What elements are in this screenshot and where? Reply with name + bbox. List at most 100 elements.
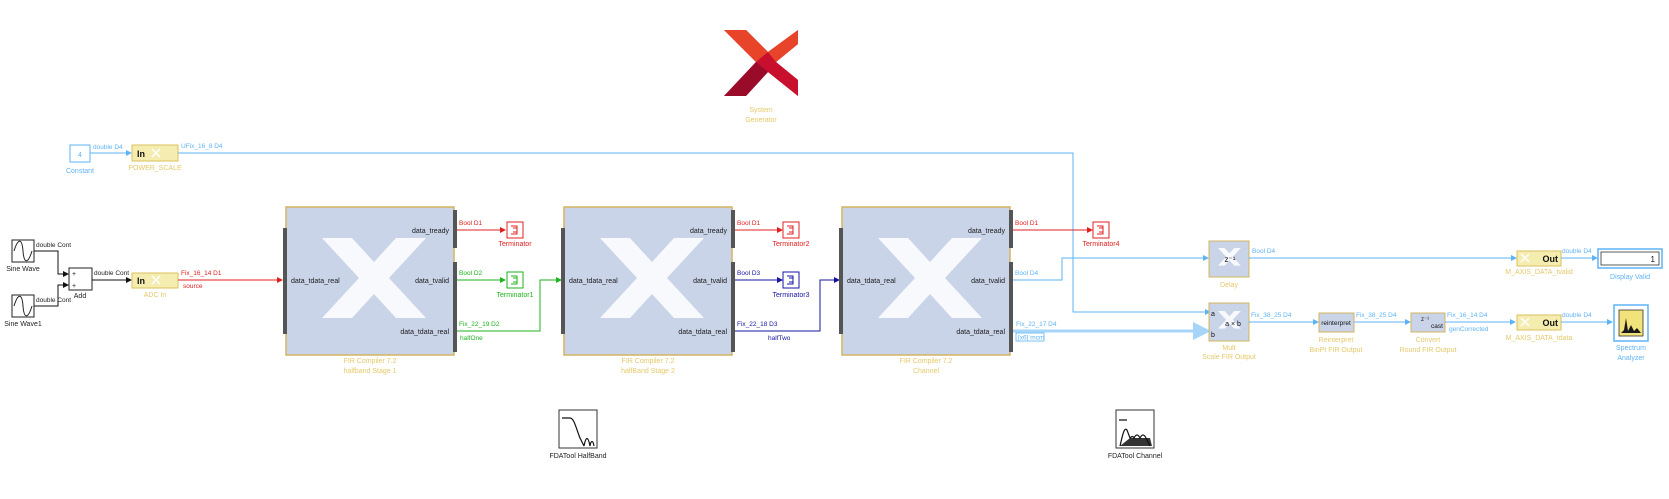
sig-const-out: double D4 — [93, 144, 123, 151]
token-label-line2: Generator — [745, 117, 777, 124]
mult-block[interactable]: a b a × b Mult Scale FIR Output — [1202, 302, 1256, 361]
sig-f3-tdata: Fix_22_17 D4 — [1016, 321, 1057, 328]
sig-reint-out: Fix_38_25 D4 — [1356, 312, 1397, 319]
m-axis-data-tdata-gateway-out[interactable]: Out M_AXIS_DATA_tdata — [1506, 314, 1573, 342]
system-generator-token[interactable]: System Generator — [724, 30, 798, 124]
sine-wave-block[interactable]: Sine Wave — [6, 239, 40, 273]
sig-power-out: UFix_16_8 D4 — [181, 143, 223, 150]
sig-f1-tag: halfOne — [460, 335, 483, 342]
spectrum-label-line1: Spectrum — [1616, 345, 1646, 352]
power-scale-gateway-in[interactable]: In POWER_SCALE — [128, 144, 182, 172]
out-data-port: Out — [1543, 318, 1559, 328]
fir2-in-port: data_tdata_real — [569, 278, 618, 285]
terminator-icon — [787, 275, 794, 285]
fir3-tdata-port: data_tdata_real — [956, 329, 1005, 336]
display-value: 1 — [1651, 255, 1656, 264]
sig-valid-out: double D4 — [1562, 248, 1592, 255]
token-label-line1: System — [749, 107, 773, 114]
fir3-tvalid-port: data_tvalid — [971, 278, 1005, 285]
terminator-block[interactable]: Terminator — [498, 221, 532, 248]
sig-add-out: double Cont — [94, 270, 129, 277]
power-scale-port: In — [137, 149, 145, 159]
fdatool-channel-block[interactable]: FDATool Channel — [1108, 409, 1163, 460]
spectrum-label-line2: Analyzer — [1617, 355, 1645, 362]
terminator-icon — [511, 225, 518, 235]
sig-sine1-out: double Cont — [36, 242, 71, 249]
sig-f2-tdata: Fix_22_18 D3 — [737, 321, 778, 328]
fir1-tready-port: data_tready — [412, 228, 449, 235]
fir3-in-port: data_tdata_real — [847, 278, 896, 285]
add-label: Add — [74, 293, 87, 300]
sine-wave1-label: Sine Wave1 — [4, 321, 42, 328]
display-valid-block[interactable]: 1 Display Valid — [1597, 248, 1663, 281]
mult-port-b: b — [1211, 332, 1215, 339]
spectrum-analyzer-block[interactable]: Spectrum Analyzer — [1613, 304, 1649, 362]
wire-sine2-add — [34, 282, 69, 307]
terminator-icon — [511, 275, 518, 285]
terminator4-block[interactable]: Terminator4 — [1083, 221, 1120, 248]
sig-conv-tag: genCorrected — [1449, 326, 1489, 333]
fir-compiler-channel[interactable]: data_tdata_real data_tready data_tvalid … — [839, 206, 1013, 375]
reinterpret-label-line1: Reinterpret — [1319, 337, 1354, 344]
wire-power-scale-mult — [178, 152, 1211, 315]
fir2-label-line1: FIR Compiler 7.2 — [622, 358, 675, 365]
constant-value: 4 — [78, 152, 82, 159]
fir-compiler-halfband-stage2[interactable]: data_tdata_real data_tready data_tvalid … — [561, 206, 735, 375]
sig-conv-out: Fix_16_14 D4 — [1447, 312, 1488, 319]
sig-mult-out: Fix_38_25 D4 — [1251, 312, 1292, 319]
adc-in-gateway-in[interactable]: In ADC In — [131, 272, 179, 299]
sig-data-out: double D4 — [1562, 312, 1592, 319]
mult-label-line2: Scale FIR Output — [1202, 354, 1256, 361]
convert-label-line2: Round FIR Output — [1400, 347, 1457, 354]
terminator-icon — [1097, 225, 1104, 235]
sig-f1-tdata: Fix_22_19 D2 — [459, 321, 500, 328]
fdatool-halfband-label: FDATool HalfBand — [549, 453, 606, 460]
delay-block[interactable]: z⁻¹ Delay — [1208, 240, 1250, 289]
sig-f2-tvalid: Bool D3 — [737, 270, 761, 277]
out-valid-port: Out — [1543, 254, 1559, 264]
fir1-label-line1: FIR Compiler 7.2 — [344, 358, 397, 365]
out-data-label: M_AXIS_DATA_tdata — [1506, 335, 1573, 342]
constant-label: Constant — [66, 168, 94, 175]
terminator4-label: Terminator4 — [1083, 241, 1120, 248]
fir2-tvalid-port: data_tvalid — [693, 278, 727, 285]
terminator2-block[interactable]: Terminator2 — [773, 221, 810, 248]
fir1-tdata-port: data_tdata_real — [400, 329, 449, 336]
sig-f3-tag: [x6] mcm — [1018, 335, 1044, 342]
fir1-tvalid-port: data_tvalid — [415, 278, 449, 285]
fdatool-halfband-block[interactable]: FDATool HalfBand — [549, 409, 607, 460]
sig-f3-tready: Bool D1 — [1015, 220, 1039, 227]
wire-fir3-tvalid-delay — [1013, 255, 1209, 281]
fir3-tready-port: data_tready — [968, 228, 1005, 235]
convert-label-line1: Convert — [1416, 337, 1441, 344]
fir2-label-line2: halfBand Stage 2 — [621, 368, 675, 375]
adc-in-port: In — [137, 276, 145, 286]
sig-f1-tvalid: Bool D2 — [459, 270, 483, 277]
xilinx-gateway-icon — [151, 275, 161, 285]
svg-text:z⁻¹: z⁻¹ — [1421, 317, 1429, 323]
sine-icon — [13, 240, 33, 262]
svg-text:z⁻¹: z⁻¹ — [1225, 255, 1236, 264]
sine-wave1-block[interactable]: Sine Wave1 — [4, 294, 42, 328]
delay-label: Delay — [1220, 282, 1238, 289]
fir-compiler-halfband-stage1[interactable]: data_tdata_real data_tready data_tvalid … — [283, 206, 457, 375]
terminator2-label: Terminator2 — [773, 241, 810, 248]
fir2-tdata-port: data_tdata_real — [678, 329, 727, 336]
convert-block[interactable]: z⁻¹ cast Convert Round FIR Output — [1400, 312, 1457, 354]
terminator3-block[interactable]: Terminator3 — [773, 271, 810, 299]
spectrum-icon — [1621, 318, 1641, 333]
sig-f2-tag: halfTwo — [768, 335, 791, 342]
sig-adc-out: Fix_16_14 D1 — [181, 270, 222, 277]
constant-block[interactable]: 4 Constant — [66, 144, 94, 175]
sig-f1-tready: Bool D1 — [459, 220, 483, 227]
reinterpret-text: reinterpret — [1321, 320, 1351, 327]
sine-icon — [13, 295, 33, 317]
mult-port-a: a — [1211, 311, 1215, 318]
reinterpret-block[interactable]: reinterpret Reinterpret BinPt FIR Output — [1310, 312, 1363, 354]
fir3-label-line1: FIR Compiler 7.2 — [900, 358, 953, 365]
out-valid-label: M_AXIS_DATA_tvalid — [1505, 269, 1573, 276]
wire-fir2-fir3 — [735, 277, 840, 332]
terminator1-block[interactable]: Terminator1 — [497, 271, 534, 299]
add-block[interactable]: + + Add — [68, 267, 93, 300]
